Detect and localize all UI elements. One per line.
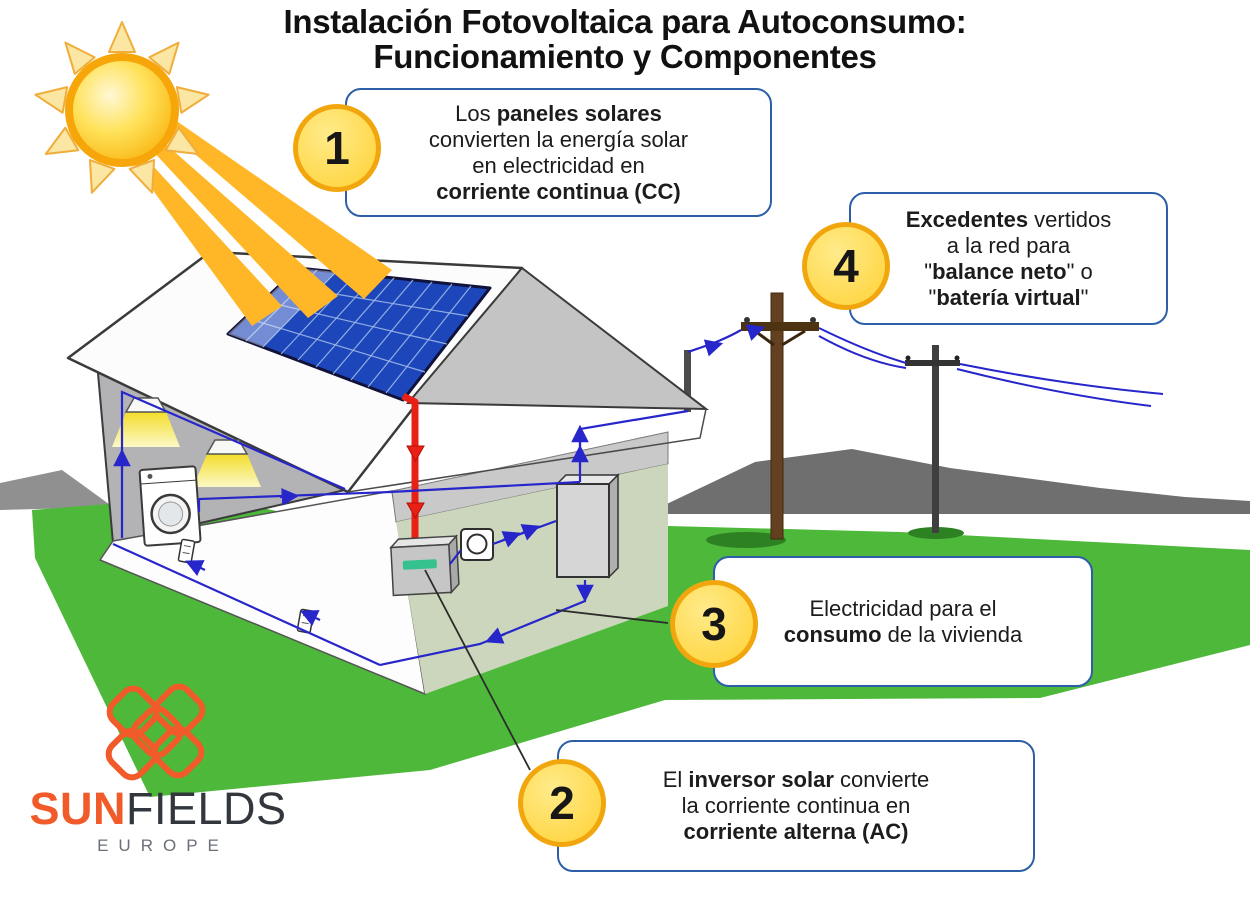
title-line-2: Funcionamiento y Componentes [373,38,877,75]
sun-rays [34,21,210,194]
power-lines [818,327,1164,407]
page-title: Instalación Fotovoltaica para Autoconsum… [0,4,1250,74]
step-number-badge-1: 1 [293,104,381,192]
step-number-badge-3: 3 [670,580,758,668]
callout-text-line: Los paneles solares [455,100,662,126]
logo-flower-icon [105,683,206,781]
callout-text-line: corriente continua (CC) [436,178,681,204]
logo-brand-primary: SUN [29,783,126,834]
roof-eave-edge [347,408,707,493]
washing-machine-icon [138,465,202,547]
energy-meter-icon [460,528,494,561]
step-number-badge-2: 2 [518,759,606,847]
utility-pole-1 [741,292,819,540]
callout-text-line: en electricidad en [472,152,645,178]
logo-subtitle: EUROPE [97,836,229,855]
logo-wordmark: SUNFIELDS [28,786,288,832]
mountain-icon [652,449,1250,514]
ceiling-lamp [193,439,261,487]
solar-inverter-icon [389,534,460,597]
callout-text-line: consumo de la vivienda [783,621,1023,647]
callout-text-line: corriente alterna (AC) [683,819,909,844]
callout-text-line: "batería virtual" [928,284,1089,310]
roof-hip-face [405,266,710,411]
callout-text-line: Excedentes vertidos [905,206,1112,232]
rooftop-mast [684,350,691,412]
mountain-left-icon [0,470,113,510]
callout-text-line: "balance neto" o [924,258,1093,284]
callout-text-line: convierten la energía solar [428,126,689,152]
sunfields-logo: SUNFIELDS EUROPE [28,786,288,856]
distribution-panel-icon [555,473,620,579]
step-number-badge-4: 4 [802,222,890,310]
wire-arrows [113,324,766,644]
utility-pole-2 [905,345,960,533]
dc-cable [401,392,425,545]
sun-beams [133,122,392,326]
connector-line-house [555,609,669,624]
wall-socket-icon [177,538,196,564]
callout-text-line: El inversor solar convierte [662,767,930,792]
title-line-1: Instalación Fotovoltaica para Autoconsum… [283,3,967,40]
pole-shadow [706,532,786,548]
callout-text-line: Electricidad para el [809,595,997,621]
connector-line-inverter [424,569,531,771]
sun-icon [34,21,210,194]
callout-text-line: la corriente continua en [681,793,911,818]
callout-text-line: a la red para [946,232,1071,258]
logo-brand-secondary: FIELDS [125,783,287,834]
